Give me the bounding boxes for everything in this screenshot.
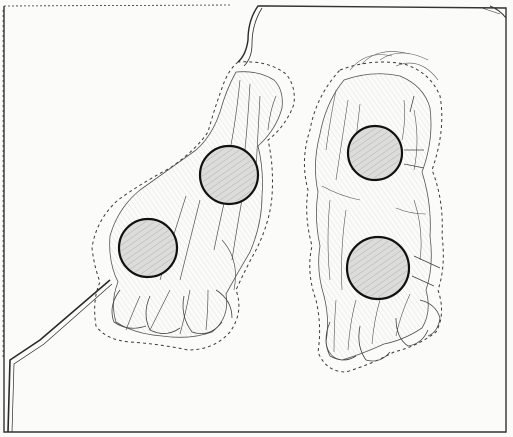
left-lower-circle [119,219,177,277]
left-specimen [92,62,294,350]
left-upper-circle [200,146,258,204]
right-lower-circle [347,237,409,299]
right-specimen [304,52,443,372]
right-upper-circle [348,126,402,180]
